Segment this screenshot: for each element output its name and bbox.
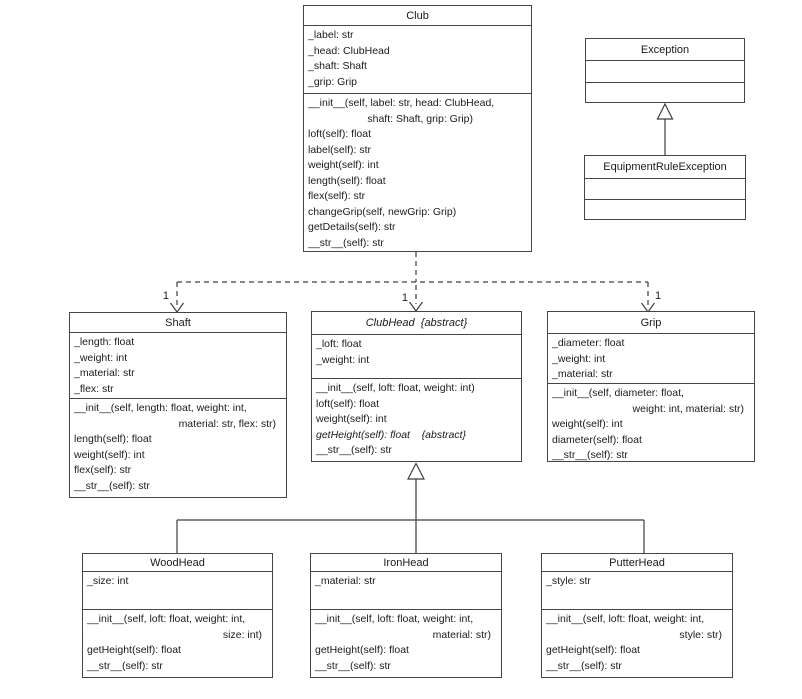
method-line: loft(self): float xyxy=(308,128,372,140)
class-box-equipment-rule-exception: EquipmentRuleException xyxy=(584,155,746,220)
attribute-line: _material: str xyxy=(315,575,376,587)
multiplicity-label-shaft: 1 xyxy=(162,290,169,302)
method-line: __init__(self, diameter: float, xyxy=(552,387,684,399)
attributes-compartment-empty xyxy=(586,60,744,82)
multiplicity-label-clubhead: 1 xyxy=(401,292,408,304)
method-line: weight: int, material: str) xyxy=(632,402,744,415)
attribute-line: _diameter: float xyxy=(552,337,625,349)
class-box-clubhead: ClubHead {abstract} _loft: float _weight… xyxy=(311,311,522,462)
attribute-line: _shaft: Shaft xyxy=(308,60,367,72)
attributes-compartment: _loft: float _weight: int xyxy=(312,334,521,378)
dependency-lines xyxy=(176,252,649,305)
attributes-compartment: _label: str _head: ClubHead _shaft: Shaf… xyxy=(304,25,531,93)
class-box-club: Club _label: str _head: ClubHead _shaft:… xyxy=(303,5,532,252)
methods-compartment: __init__(self, loft: float, weight: int,… xyxy=(83,609,272,677)
method-line: loft(self): float xyxy=(316,397,380,410)
method-line: __str__(self): str xyxy=(87,659,163,672)
method-line: getDetails(self): str xyxy=(308,221,396,233)
class-box-shaft: Shaft _length: float _weight: int _mater… xyxy=(69,312,287,498)
method-line: __init__(self, loft: float, weight: int) xyxy=(316,382,475,394)
method-line: __str__(self): str xyxy=(308,236,384,249)
method-line: getHeight(self): float xyxy=(546,644,640,656)
method-line: __init__(self, label: str, head: ClubHea… xyxy=(308,97,495,109)
class-title: Grip xyxy=(640,316,662,329)
class-title: PutterHead xyxy=(609,556,665,569)
attribute-line: _weight: int xyxy=(316,353,370,366)
method-line: changeGrip(self, newGrip: Grip) xyxy=(308,205,457,218)
class-title: Exception xyxy=(640,43,690,56)
attribute-line: _grip: Grip xyxy=(308,75,358,88)
method-line: getHeight(self): float xyxy=(315,644,409,656)
method-line: __str__(self): str xyxy=(315,659,391,672)
method-line: flex(self): str xyxy=(74,464,132,476)
methods-compartment: __init__(self, label: str, head: ClubHea… xyxy=(304,93,531,251)
method-line: diameter(self): float xyxy=(552,433,642,446)
attribute-line: _weight: int xyxy=(74,351,128,364)
method-line: weight(self): int xyxy=(74,448,145,461)
attribute-line: _material: str xyxy=(74,367,135,379)
attribute-line: _loft: float xyxy=(316,338,362,350)
attribute-line: _length: float xyxy=(74,336,135,348)
method-line: __str__(self): str xyxy=(552,449,628,461)
class-box-ironhead: IronHead _material: str __init__(self, l… xyxy=(310,553,502,678)
method-line-abstract: getHeight(self): float {abstract} xyxy=(316,428,466,441)
method-line: shaft: Shaft, grip: Grip) xyxy=(367,112,473,125)
class-box-putterhead: PutterHead _style: str __init__(self, lo… xyxy=(541,553,733,678)
attribute-line: _size: int xyxy=(87,575,129,587)
class-title: ClubHead {abstract} xyxy=(365,317,468,329)
method-line: length(self): float xyxy=(308,174,386,187)
method-line: __init__(self, length: float, weight: in… xyxy=(74,402,247,414)
methods-compartment: __init__(self, loft: float, weight: int)… xyxy=(312,378,521,461)
methods-compartment: __init__(self, length: float, weight: in… xyxy=(70,398,286,497)
method-line: material: str, flex: str) xyxy=(178,417,276,430)
methods-compartment: __init__(self, loft: float, weight: int,… xyxy=(311,609,501,677)
method-line: weight(self): int xyxy=(316,413,387,425)
methods-compartment-empty xyxy=(586,82,744,102)
class-title: Club xyxy=(406,9,429,22)
method-line: __str__(self): str xyxy=(546,659,622,672)
inheritance-triangle-exception-icon xyxy=(656,102,674,120)
method-line: weight(self): int xyxy=(308,159,379,171)
class-box-grip: Grip _diameter: float _weight: int _mate… xyxy=(547,311,755,462)
methods-compartment: __init__(self, diameter: float, weight: … xyxy=(548,383,754,461)
attributes-compartment: _length: float _weight: int _material: s… xyxy=(70,332,286,398)
method-line: size: int) xyxy=(222,628,262,641)
class-box-woodhead: WoodHead _size: int __init__(self, loft:… xyxy=(82,553,273,678)
method-line: style: str) xyxy=(679,628,722,641)
attributes-compartment: _material: str xyxy=(311,571,501,609)
attributes-compartment-empty xyxy=(585,178,745,199)
attributes-compartment: _size: int xyxy=(83,571,272,609)
methods-compartment: __init__(self, loft: float, weight: int,… xyxy=(542,609,732,677)
attribute-line: _head: ClubHead xyxy=(308,44,390,57)
method-line: __init__(self, loft: float, weight: int, xyxy=(546,613,705,625)
method-line: getHeight(self): float xyxy=(87,644,181,656)
method-line: material: str) xyxy=(432,628,491,641)
methods-compartment-empty xyxy=(585,199,745,219)
class-title: IronHead xyxy=(383,556,429,569)
method-line: __str__(self): str xyxy=(74,479,150,492)
attributes-compartment: _diameter: float _weight: int _material:… xyxy=(548,333,754,383)
attribute-line: _weight: int xyxy=(552,352,606,365)
method-line: length(self): float xyxy=(74,433,152,445)
class-title: EquipmentRuleException xyxy=(603,161,727,173)
method-line: __str__(self): str xyxy=(316,444,392,456)
inheritance-triangle-clubhead-icon xyxy=(407,462,425,480)
method-line: __init__(self, loft: float, weight: int, xyxy=(87,613,246,625)
class-box-exception: Exception xyxy=(585,38,745,103)
attribute-line: _label: str xyxy=(308,29,354,41)
method-line: weight(self): int xyxy=(552,418,623,430)
class-title: WoodHead xyxy=(150,556,205,569)
method-line: label(self): str xyxy=(308,143,372,156)
class-title: Shaft xyxy=(165,316,191,329)
attributes-compartment: _style: str xyxy=(542,571,732,609)
attribute-line: _style: str xyxy=(546,575,591,587)
multiplicity-label-grip: 1 xyxy=(655,290,662,302)
method-line: __init__(self, loft: float, weight: int, xyxy=(315,613,474,625)
attribute-line: _flex: str xyxy=(74,382,114,395)
attribute-line: _material: str xyxy=(552,368,613,380)
method-line: flex(self): str xyxy=(308,190,366,202)
